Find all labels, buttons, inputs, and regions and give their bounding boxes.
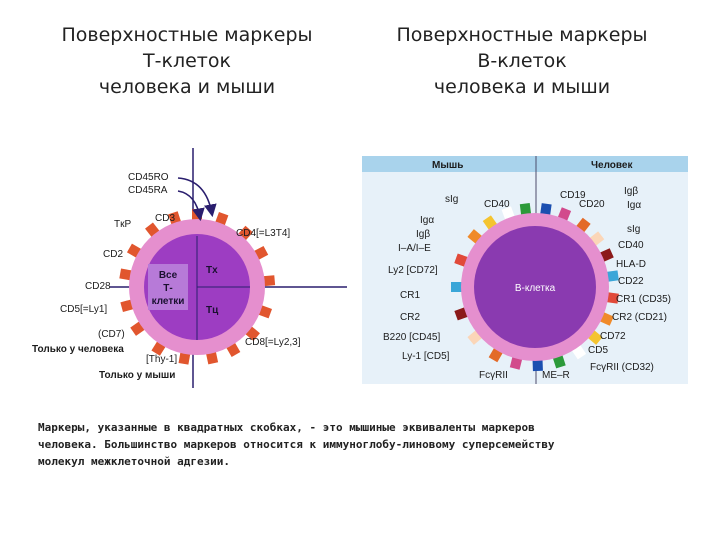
t-center-line-3: клетки [152,296,185,307]
t-label-cd2: CD2 [103,249,123,260]
t-marker-glyph [119,268,133,281]
b-left-b220: B220 [CD45] [383,332,440,343]
b-cell-heading: Поверхностные маркеры В-клеток человека … [372,22,672,100]
b-right-cd19: CD19 [560,190,586,201]
t-cd45ro-arrow [177,177,217,218]
t-label-only-mouse: Только у мыши [99,370,175,381]
b-marker-glyph [451,282,463,292]
b-left-cd40: CD40 [484,199,510,210]
b-heading-line-3: человека и мыши [433,76,611,98]
caption-line-2: человека. Большинство маркеров относится… [38,438,555,451]
t-center-line-1: Все [159,270,178,281]
t-label-cd7: (CD7) [98,329,125,340]
b-right-cr2: CR2 (CD21) [612,312,667,323]
b-right-cr1: CR1 (CD35) [616,294,671,305]
b-marker-glyph [540,203,552,217]
b-right-igb: Igβ [624,186,638,197]
b-right-mer: ME–R [542,370,570,381]
t-cell-heading: Поверхностные маркеры Т-клеток человека … [37,22,337,100]
b-cell-nucleus [474,226,596,348]
b-cell-diagram: Мышь Человек В-клетка sIg CD40 Igα Igβ I… [362,156,688,384]
b-marker-glyph [605,292,619,304]
b-center-label: В-клетка [515,283,556,294]
b-header-mouse: Мышь [432,160,463,171]
t-marker-glyph [205,350,219,365]
b-marker-glyph [532,358,543,372]
t-center-line-2: Т- [163,283,172,294]
b-right-cd22: CD22 [618,276,644,287]
b-left-iga: Igα [420,215,434,226]
b-marker-glyph [605,270,619,282]
t-cell-diagram: Все Т- клетки Tx Tц CD45RO CD45RA TкP CD… [32,148,347,388]
t-label-only-human: Только у человека [32,344,124,355]
b-left-cr1: CR1 [400,290,420,301]
b-heading-line-1: Поверхностные маркеры [396,24,648,46]
t-label-thy1: [Thy-1] [146,354,177,365]
b-heading-line-2: В-клеток [477,50,567,72]
t-helper-label: Tx [206,265,218,276]
figure-caption: Маркеры, указанные в квадратных скобках,… [38,419,688,470]
t-marker-glyph [262,275,276,287]
t-heading-line-1: Поверхностные маркеры [61,24,313,46]
b-left-iaie: I–A/I–E [398,243,431,254]
b-right-cd20: CD20 [579,199,605,210]
t-heading-line-2: Т-клеток [143,50,231,72]
b-left-ly1: Ly-1 [CD5] [402,351,450,362]
b-header-human: Человек [591,160,633,171]
b-right-cd72: CD72 [600,331,626,342]
b-left-igb: Igβ [416,229,430,240]
t-label-cd45ro: CD45RO [128,172,169,183]
b-left-fcgr2: FcγRII [479,370,508,381]
t-marker-glyph [178,351,191,365]
t-cytotoxic-label: Tц [206,305,219,316]
t-label-cd45ra: CD45RA [128,185,168,196]
t-center-box [148,264,188,310]
t-label-tcr: TкP [114,219,131,230]
t-cd45ra-arrow [177,190,205,222]
t-heading-line-3: человека и мыши [98,76,276,98]
b-right-cd40: CD40 [618,240,644,251]
t-label-cd4: CD4[=L3T4] [236,228,290,239]
t-label-cd8: CD8[=Ly2,3] [245,337,301,348]
b-left-ly2: Ly2 [CD72] [388,265,438,276]
b-right-iga: Igα [627,200,641,211]
b-right-cd5: CD5 [588,345,608,356]
b-right-fcgr2: FcγRII (CD32) [590,362,654,373]
b-right-hladr: HLA-D [616,259,646,270]
b-panel-header [362,156,688,172]
b-left-cr2: CR2 [400,312,420,323]
caption-line-1: Маркеры, указанные в квадратных скобках,… [38,421,535,434]
caption-line-3: молекул межклеточной адгезии. [38,455,231,468]
t-label-cd3: CD3 [155,213,175,224]
t-label-cd28: CD28 [85,281,111,292]
t-label-cd5: CD5[=Ly1] [60,304,107,315]
b-left-sig: sIg [445,194,458,205]
b-right-sig: sIg [627,224,640,235]
b-marker-glyph [519,203,532,217]
